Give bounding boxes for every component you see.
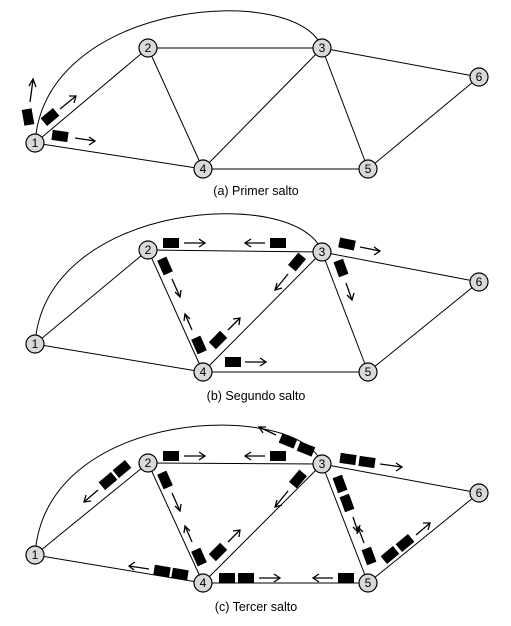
node-4: 4 — [193, 159, 213, 179]
edge-3-6 — [321, 463, 480, 494]
packet — [243, 451, 286, 461]
edge-2-3 — [147, 249, 323, 253]
node-label: 5 — [365, 576, 372, 590]
packet — [274, 252, 306, 291]
edge-2-4 — [147, 249, 204, 373]
node-3: 3 — [312, 454, 332, 474]
node-label: 4 — [200, 576, 207, 590]
packet — [183, 312, 207, 355]
node-label: 4 — [200, 162, 207, 176]
packet — [208, 317, 241, 350]
node-label: 2 — [145, 243, 152, 257]
caption-c: (c) Tercer salto — [215, 600, 297, 614]
packet — [356, 525, 377, 566]
caption-a: (a) Primer salto — [213, 184, 298, 198]
packet-group — [339, 452, 404, 472]
edge-3-4 — [202, 47, 323, 170]
edge-5-6 — [367, 492, 480, 584]
node-label: 6 — [476, 70, 483, 84]
node-label: 2 — [145, 41, 152, 55]
node-3: 3 — [312, 38, 332, 58]
edge-1-3 — [34, 424, 323, 556]
packet — [163, 238, 207, 248]
node-5: 5 — [358, 159, 378, 179]
panel-b: 1 2 3 4 5 6 (b) Segundo salto — [25, 213, 489, 403]
node-4: 4 — [193, 362, 213, 382]
node-2: 2 — [138, 38, 158, 58]
packet — [40, 95, 77, 126]
node-3: 3 — [312, 242, 332, 262]
panel-c: 1 2 3 4 5 6 (c) Tercer salto — [25, 424, 489, 614]
node-6: 6 — [469, 272, 489, 292]
node-label: 3 — [319, 41, 326, 55]
node-label: 6 — [476, 486, 483, 500]
caption-b: (b) Segundo salto — [207, 389, 306, 403]
packet — [274, 469, 307, 508]
node-5: 5 — [358, 573, 378, 593]
packet-group — [127, 561, 189, 581]
packet-group — [219, 573, 282, 583]
node-label: 1 — [32, 548, 39, 562]
edge-1-4 — [34, 343, 204, 373]
edge-3-5 — [321, 463, 369, 584]
edge-2-4 — [147, 462, 204, 584]
edge-1-2 — [34, 462, 149, 556]
packet — [157, 256, 182, 299]
packet — [311, 573, 354, 583]
edge-1-4 — [34, 554, 204, 584]
node-2: 2 — [138, 240, 158, 260]
node-label: 5 — [365, 365, 372, 379]
packet — [243, 238, 286, 248]
packet — [163, 451, 207, 461]
packet-group — [332, 474, 361, 534]
packet — [157, 470, 182, 513]
edge-1-3 — [34, 213, 323, 345]
node-6: 6 — [469, 67, 489, 87]
node-1: 1 — [25, 334, 45, 354]
node-label: 2 — [145, 456, 152, 470]
edge-3-5 — [321, 47, 369, 170]
node-label: 5 — [365, 162, 372, 176]
edge-3-4 — [202, 251, 323, 373]
node-5: 5 — [358, 362, 378, 382]
node-label: 6 — [476, 275, 483, 289]
node-label: 3 — [319, 245, 326, 259]
node-label: 1 — [32, 337, 39, 351]
node-4: 4 — [193, 573, 213, 593]
panel-a: 1 2 3 4 5 6 (a) Primer salto — [21, 10, 489, 198]
node-1: 1 — [25, 545, 45, 565]
packet-group — [83, 460, 132, 503]
packet — [183, 524, 207, 567]
edge-5-6 — [367, 76, 480, 170]
node-1: 1 — [25, 133, 45, 153]
packet — [338, 237, 382, 256]
edge-1-3 — [34, 10, 323, 144]
edge-1-4 — [34, 142, 204, 170]
edge-1-2 — [34, 249, 149, 345]
packet — [225, 357, 268, 367]
edge-1-2 — [34, 47, 149, 144]
node-label: 3 — [319, 457, 326, 471]
packet — [208, 529, 241, 562]
node-2: 2 — [138, 453, 158, 473]
packet — [51, 129, 97, 146]
edge-5-6 — [367, 281, 480, 373]
edge-3-5 — [321, 251, 369, 373]
edge-3-6 — [321, 47, 480, 78]
edge-3-4 — [202, 463, 323, 584]
packet-group — [380, 522, 431, 564]
packet — [333, 258, 355, 302]
node-label: 4 — [200, 365, 207, 379]
packet — [21, 77, 37, 126]
packet-group — [257, 426, 316, 457]
edge-3-6 — [321, 251, 480, 283]
node-label: 1 — [32, 136, 39, 150]
edge-2-3 — [147, 462, 323, 465]
node-6: 6 — [469, 483, 489, 503]
edge-2-4 — [147, 47, 204, 170]
